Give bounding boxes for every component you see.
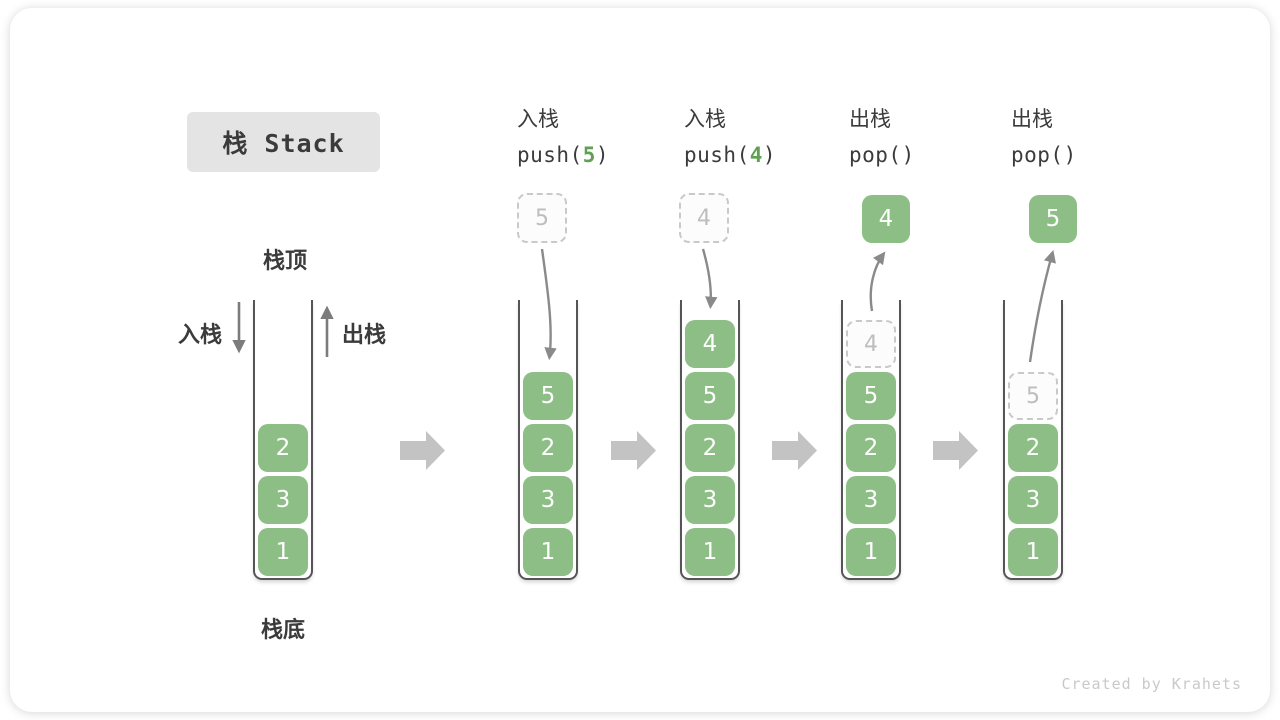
stack-block: 3	[1008, 475, 1058, 524]
stack-block: 3	[523, 475, 573, 524]
operation-code: push(5)	[517, 143, 609, 167]
stack-block: 4	[685, 320, 735, 369]
stack-block: 2	[846, 423, 896, 472]
operation-code-pre: pop(	[1011, 143, 1064, 167]
operation-code-pre: pop(	[849, 143, 902, 167]
stack-block: 2	[685, 423, 735, 472]
ghost-block: 5	[517, 193, 567, 243]
stack-block: 3	[258, 475, 308, 524]
stack-block: 5	[685, 372, 735, 421]
stack-bottom-label: 栈底	[260, 617, 305, 642]
stack-block: 2	[1008, 423, 1058, 472]
operation-code-post: )	[1063, 143, 1077, 167]
operation-label: 入栈 push(4)	[684, 103, 776, 167]
stack-block: 1	[846, 527, 896, 576]
stack-block: 1	[1008, 527, 1058, 576]
stack-block: 1	[523, 527, 573, 576]
operation-code-post: )	[762, 143, 777, 167]
stack-block: 1	[685, 527, 735, 576]
ghost-block: 4	[846, 320, 896, 369]
operation-code: pop()	[1011, 143, 1077, 167]
stack-block: 5	[846, 372, 896, 421]
stack-block: 1	[258, 527, 308, 576]
stack-container	[518, 300, 578, 580]
ghost-block: 5	[1008, 372, 1058, 421]
operation-code-arg: 5	[582, 143, 596, 167]
operation-label: 入栈 push(5)	[517, 103, 609, 167]
operation-name: 入栈	[684, 108, 726, 131]
operation-label: 出栈 pop()	[849, 103, 915, 167]
title-box: 栈 Stack	[187, 112, 380, 172]
operation-code-pre: push(	[684, 143, 750, 167]
stack-block: 5	[523, 372, 573, 421]
operation-code-arg: 4	[749, 143, 763, 167]
operation-code: push(4)	[684, 143, 776, 167]
operation-name: 出栈	[849, 108, 891, 131]
operation-code-post: )	[901, 143, 915, 167]
operation-name: 入栈	[517, 108, 559, 131]
stack-block: 2	[258, 423, 308, 472]
title-text: 栈 Stack	[222, 129, 345, 158]
stack-block: 3	[846, 475, 896, 524]
push-side-label: 入栈	[177, 322, 222, 347]
pop-side-label: 出栈	[342, 322, 387, 347]
watermark: Created by Krahets	[1061, 675, 1242, 693]
stack-container	[841, 300, 901, 580]
operation-name: 出栈	[1011, 108, 1053, 131]
stack-top-label: 栈顶	[262, 248, 307, 273]
popped-block: 4	[862, 195, 910, 243]
operation-code-pre: push(	[517, 143, 583, 167]
popped-block: 5	[1029, 195, 1077, 243]
operation-code-post: )	[595, 143, 610, 167]
stack-container	[680, 300, 740, 580]
operation-code: pop()	[849, 143, 915, 167]
operation-label: 出栈 pop()	[1011, 103, 1077, 167]
stack-container	[253, 300, 313, 580]
stack-container	[1003, 300, 1063, 580]
stack-block: 3	[685, 475, 735, 524]
stack-block: 2	[523, 423, 573, 472]
ghost-block: 4	[679, 193, 729, 243]
